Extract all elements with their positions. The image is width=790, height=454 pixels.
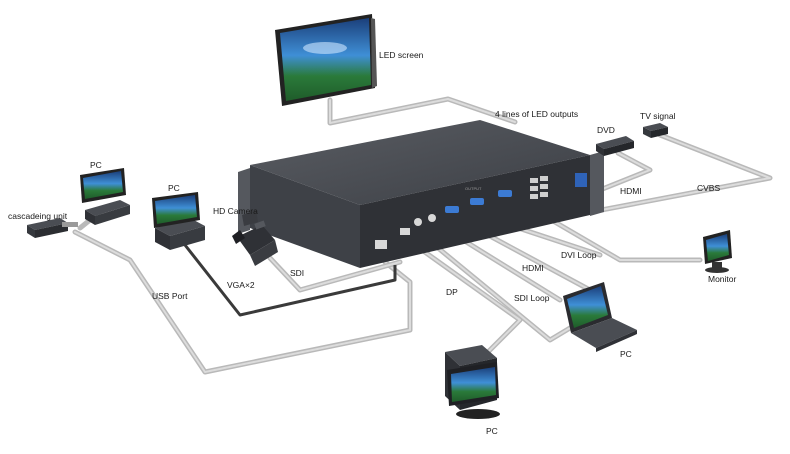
pc-left — [80, 168, 130, 225]
hd-camera-icon — [237, 225, 275, 255]
cables — [72, 96, 773, 375]
vga-cable — [183, 244, 397, 317]
laptop — [563, 282, 637, 352]
label-dvi-loop: DVI Loop — [561, 250, 597, 260]
label-cvbs: CVBS — [697, 183, 720, 193]
svg-text:OUTPUT: OUTPUT — [465, 186, 482, 191]
label-pc-left: PC — [90, 160, 102, 170]
label-vga: VGA×2 — [227, 280, 255, 290]
label-dvd: DVD — [597, 125, 615, 135]
label-hdmi-top: HDMI — [620, 186, 642, 196]
label-hdmi-mid: HDMI — [522, 263, 544, 273]
dvd-player — [596, 136, 634, 156]
pc-center — [152, 192, 205, 250]
cascading-unit — [27, 218, 78, 238]
label-dp: DP — [446, 287, 458, 297]
tv-signal-box — [643, 123, 668, 138]
monitor — [703, 230, 732, 273]
label-hd-camera: HD Camera — [213, 206, 258, 216]
label-led-outputs: 4 lines of LED outputs — [495, 109, 578, 119]
label-pc-center: PC — [168, 183, 180, 193]
hd-camera — [232, 210, 278, 266]
desktop-pc — [445, 345, 500, 419]
video-processor-icon — [250, 120, 590, 205]
labels: LED screen 4 lines of LED outputs DVD TV… — [8, 50, 737, 436]
tv-signal-box-icon — [651, 127, 668, 138]
label-monitor: Monitor — [708, 274, 737, 284]
cascading-unit-icon — [35, 223, 68, 238]
label-sdi-loop: SDI Loop — [514, 293, 550, 303]
label-tv-signal: TV signal — [640, 111, 676, 121]
power-socket — [575, 173, 587, 187]
video-processor: OUTPUT — [238, 120, 604, 268]
label-usb-port: USB Port — [152, 291, 188, 301]
dvd-player-icon — [604, 141, 634, 156]
label-sdi: SDI — [290, 268, 304, 278]
led-output-cable — [327, 96, 518, 126]
led-screen-icon — [280, 18, 371, 101]
label-desktop-pc: PC — [486, 426, 498, 436]
label-laptop-pc: PC — [620, 349, 632, 359]
led-screen — [275, 14, 377, 106]
label-cascading-unit: cascadeing unit — [8, 211, 68, 221]
label-led-screen: LED screen — [379, 50, 424, 60]
